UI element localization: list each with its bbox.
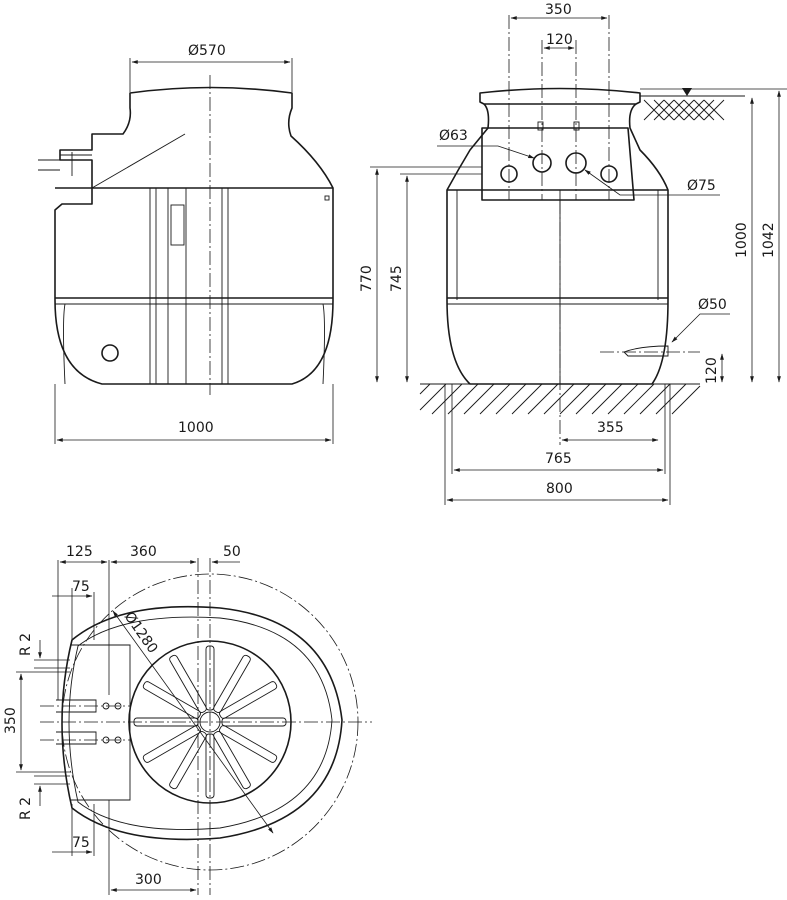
top-dim-125-label: 125 [66, 544, 93, 560]
front-outlet-hole [101, 344, 119, 362]
top-dim-r2-bottom-label: R 2 [18, 797, 34, 820]
side-ground-hatch-top [643, 99, 725, 121]
top-dim-300-label: 300 [135, 872, 162, 888]
top-dim-125-ext [57, 560, 110, 700]
top-dim-75-bottom-label: 75 [72, 835, 90, 851]
front-neck-line [91, 133, 186, 189]
top-dim-1280-line [112, 610, 274, 834]
side-dim-765-label: 765 [545, 451, 572, 467]
side-outlet-pipe [623, 345, 669, 357]
top-view: Ø1280 125 360 50 75 R 2 350 R 2 75 300 [3, 544, 372, 895]
side-stud-2 [573, 121, 580, 131]
side-stud-1 [537, 121, 544, 131]
front-tank-outline [54, 86, 334, 385]
front-inlet-pipe [38, 154, 92, 171]
top-dim-75-top-ext [71, 588, 95, 640]
top-dim-360-label: 360 [130, 544, 157, 560]
front-dim-1000-ext [54, 384, 334, 444]
front-dim-570-ext [129, 58, 293, 92]
side-dim-1000-label: 1000 [734, 222, 750, 258]
front-dim-1000-label: 1000 [178, 420, 214, 436]
side-dim-800-label: 800 [546, 481, 573, 497]
side-dim-1042-label: 1042 [761, 222, 777, 258]
front-view: Ø570 1000 [38, 43, 334, 444]
side-dim-120-side-label: 120 [704, 357, 720, 384]
side-dim-355-label: 355 [597, 420, 624, 436]
top-dim-350-ext [16, 671, 70, 773]
side-dim-745-label: 745 [389, 265, 405, 292]
side-dim-800-ext [444, 384, 671, 505]
top-dim-75-bottom-ext [71, 804, 95, 856]
top-inlet-box [70, 644, 131, 801]
side-dim-770-label: 770 [359, 265, 375, 292]
top-ctr-pipes [40, 705, 130, 741]
side-inner-sides [456, 190, 659, 300]
side-dim-350-label: 350 [545, 2, 572, 18]
front-label-plate [170, 204, 185, 246]
top-dim-r2-top-ext [34, 659, 70, 669]
side-dim-63-leader [437, 145, 535, 159]
front-dim-570-label: Ø570 [188, 43, 226, 59]
ground-level-marker-icon [682, 88, 692, 96]
side-lid [479, 87, 641, 105]
side-dim-63-label: Ø63 [439, 128, 468, 144]
side-dim-50-label: Ø50 [698, 297, 727, 313]
top-dim-r2-top-label: R 2 [18, 633, 34, 656]
top-dim-75-top-label: 75 [72, 579, 90, 595]
top-dim-r2-bottom-ext [34, 775, 70, 785]
top-dim-50-label: 50 [223, 544, 241, 560]
side-dim-75-label: Ø75 [687, 178, 716, 194]
side-dim-50-leader [671, 313, 730, 343]
front-ribs [149, 188, 229, 384]
front-inner-bottom [63, 303, 325, 385]
top-dim-350-label: 350 [3, 707, 19, 734]
side-dim-765-ext [451, 384, 666, 474]
front-bolt [324, 195, 330, 201]
side-view: 350 120 Ø63 Ø75 Ø50 770 745 1000 1042 12… [359, 2, 787, 505]
side-dim-75-leader [584, 169, 720, 196]
side-ground-hatch-bottom [419, 383, 701, 415]
side-dim-120-top-label: 120 [546, 32, 573, 48]
